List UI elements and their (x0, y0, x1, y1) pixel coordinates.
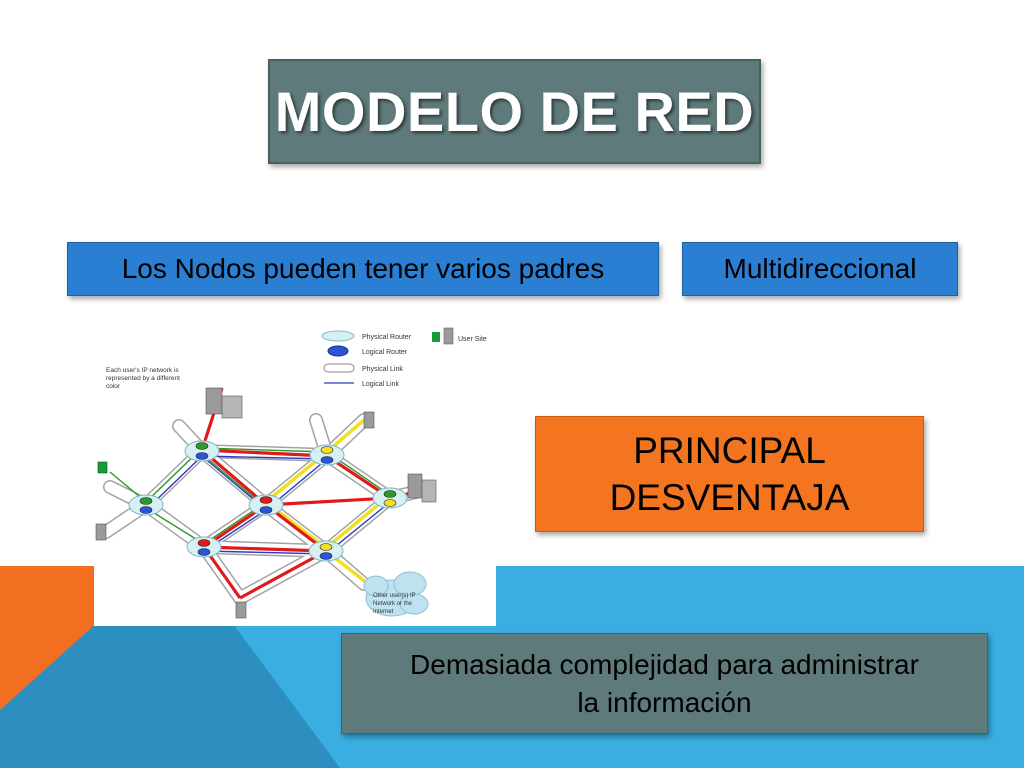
nodes-parents-text: Los Nodos pueden tener varios padres (121, 253, 605, 284)
diagram-note-line-3: color (106, 383, 121, 390)
legend-logical-link: Logical Link (362, 381, 399, 388)
cloud-line-2: Network or the (373, 601, 413, 607)
title-box: MODELO DE RED (268, 59, 761, 164)
network-diagram: Physical Router Logical Router Physical … (94, 322, 496, 626)
diagram-note-line-1: Each user's IP network is (106, 367, 179, 374)
disadvantage-box: PRINCIPAL DESVENTAJA (535, 416, 924, 532)
legend-physical-router-icon (321, 330, 355, 342)
complexity-box: Demasiada complejidad para administrar l… (341, 633, 988, 734)
legend-user-site: User Site (458, 336, 487, 343)
legend-physical-router: Physical Router (362, 334, 412, 341)
bg-teal-shape (0, 566, 340, 768)
legend-physical-link-icon (323, 363, 355, 373)
complexity-line-1: Demasiada complejidad para administrar (410, 648, 919, 680)
disadvantage-line-2: DESVENTAJA (609, 477, 850, 518)
complexity-line-2: la información (577, 686, 752, 718)
legend-logical-router: Logical Router (362, 349, 408, 356)
cloud-line-3: Internet (373, 609, 394, 615)
disadvantage-line-1: PRINCIPAL (633, 429, 826, 471)
legend-logical-router-icon (327, 345, 349, 357)
multidirectional-text: Multidireccional (723, 253, 917, 284)
cloud-shape (363, 571, 429, 617)
physical-routers (128, 440, 408, 562)
server-icons (95, 387, 437, 619)
legend-physical-link: Physical Link (362, 366, 403, 373)
diagram-note-line-2: represented by a different (106, 375, 180, 382)
nodes-parents-box: Los Nodos pueden tener varios padres (67, 242, 659, 296)
legend-user-site-server-icon (443, 327, 454, 345)
cloud-line-1: Other user(s) IP (373, 593, 416, 599)
logical-routers (139, 442, 397, 560)
slide-title: MODELO DE RED (274, 80, 755, 143)
legend-user-site-lock-icon (432, 332, 440, 342)
user-site-lock-icon (97, 461, 108, 474)
multidirectional-box: Multidireccional (682, 242, 958, 296)
